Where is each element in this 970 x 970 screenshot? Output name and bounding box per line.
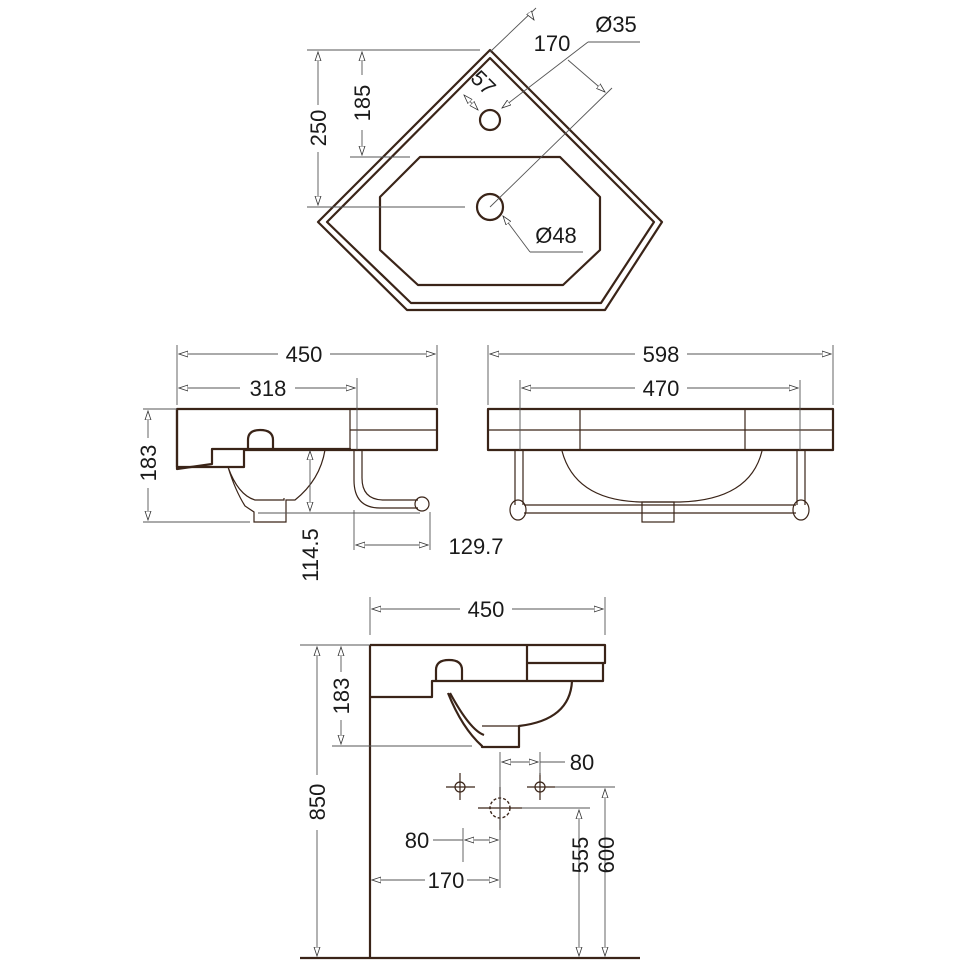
waste-hole xyxy=(475,192,505,222)
dim-185: 185 xyxy=(350,85,375,122)
front-towel-rail xyxy=(514,451,806,514)
side-view: 450 318 183 114.5 129.7 xyxy=(136,342,504,582)
front-waste xyxy=(641,501,675,523)
inner-rim xyxy=(325,56,656,305)
install-dim-183: 183 xyxy=(329,678,354,715)
towel-rail xyxy=(353,451,418,509)
side-dim-450: 450 xyxy=(286,342,323,367)
front-dim-598: 598 xyxy=(643,342,680,367)
install-basin xyxy=(370,643,607,699)
front-dim-470: 470 xyxy=(643,376,680,401)
install-view: 450 183 850 80 80 170 555 600 xyxy=(300,597,640,960)
outer-rim xyxy=(316,48,664,312)
tap-mark-left xyxy=(446,773,475,800)
waste-hole-diameter: Ø48 xyxy=(535,223,577,248)
basin-outline xyxy=(378,155,602,287)
bowl xyxy=(227,449,326,523)
side-dim-183: 183 xyxy=(136,445,161,482)
install-dim-555: 555 xyxy=(568,837,593,874)
install-dim-170: 170 xyxy=(428,868,465,893)
overflow xyxy=(246,428,275,450)
dim-170-diagonal: 170 xyxy=(534,31,571,56)
install-dim-80-right: 80 xyxy=(570,750,594,775)
side-dim-318: 318 xyxy=(250,376,287,401)
side-dim-129-7: 129.7 xyxy=(448,534,503,559)
side-body xyxy=(175,407,439,471)
install-dim-600: 600 xyxy=(594,837,619,874)
tap-hole-diameter: Ø35 xyxy=(595,12,637,37)
install-dim-450: 450 xyxy=(468,597,505,622)
front-bowl xyxy=(561,450,763,503)
tap-mark-right xyxy=(527,773,555,800)
top-view: 250 185 170 Ø35 57 Ø48 xyxy=(306,7,664,312)
front-view: 598 470 xyxy=(486,342,835,523)
tap-hole xyxy=(478,108,502,132)
side-dim-114-5: 114.5 xyxy=(298,528,323,581)
install-dim-80-left: 80 xyxy=(405,828,429,853)
dim-250: 250 xyxy=(306,110,331,147)
install-dim-850: 850 xyxy=(305,784,330,821)
